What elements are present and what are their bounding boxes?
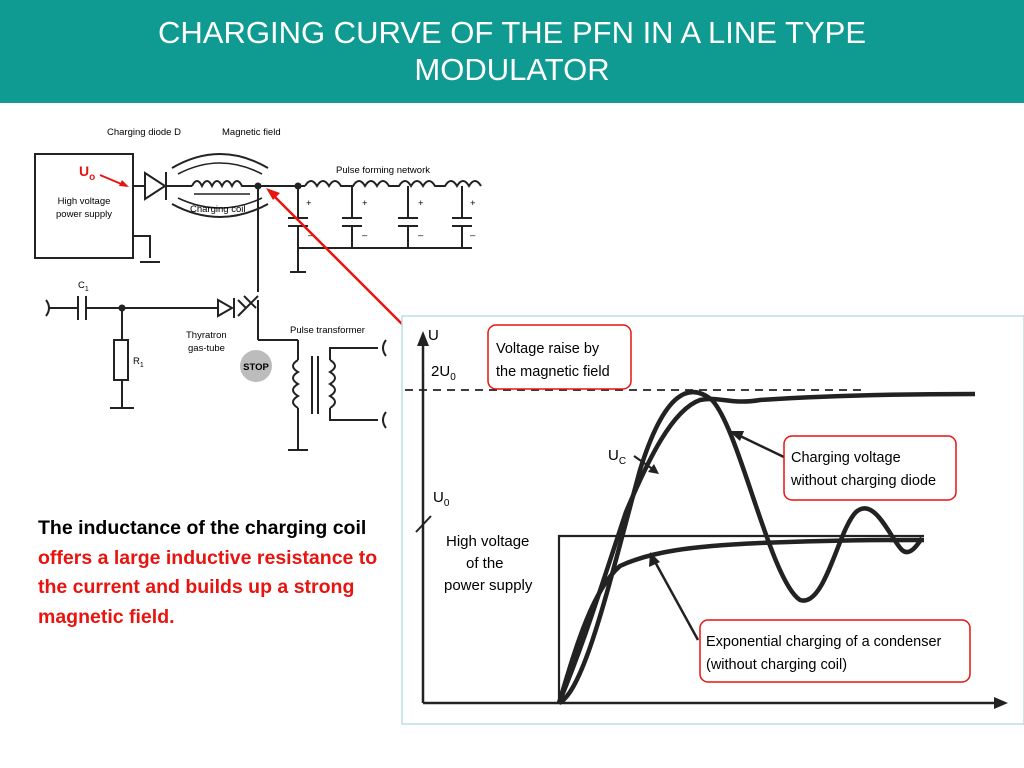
pfn-plus-2: + <box>362 198 368 209</box>
body-text-black: The inductance of the charging coil <box>38 517 367 539</box>
curve-without-diode <box>557 389 924 706</box>
pfn-minus-1: – <box>308 230 314 241</box>
uc-pointer-head <box>648 464 659 474</box>
uc-label: UC <box>608 447 626 467</box>
magnetic-field-label: Magnetic field <box>222 127 281 138</box>
nodiode-pointer-head <box>729 431 744 441</box>
pfn-plus-3: + <box>418 198 424 209</box>
box-exponential-line2: (without charging coil) <box>706 657 847 673</box>
power-supply-label-1: High voltage <box>58 196 111 207</box>
box-magnetic-line2: the magnetic field <box>496 364 610 380</box>
pfn-capacitor-4 <box>452 186 472 248</box>
charging-coil-label: Charging coil <box>190 204 245 215</box>
magnetic-field-arc-top1 <box>171 153 269 169</box>
hv-label-1: High voltage <box>446 533 529 550</box>
u0-label: U0 <box>433 489 450 509</box>
transformer-secondary-top <box>329 347 378 360</box>
magnetic-field-arc-bot2 <box>177 197 263 209</box>
pulse-transformer-label: Pulse transformer <box>290 325 365 336</box>
u0-sub: 0 <box>444 498 450 509</box>
2u0-label: 2U0 <box>431 363 456 383</box>
2u0-main: 2U <box>431 363 450 380</box>
pointer-arrowhead <box>266 188 280 200</box>
power-supply-label-2: power supply <box>56 209 112 220</box>
box-magnetic <box>487 324 632 390</box>
slide-title-line1: CHARGING CURVE OF THE PFN IN A LINE TYPE <box>158 15 866 50</box>
thyratron-label-2: gas-tube <box>188 343 225 354</box>
pfn-label: Pulse forming network <box>336 165 430 176</box>
pointer-arrow <box>271 193 413 335</box>
magnetic-field-arc-top2 <box>177 162 263 175</box>
r1-label: R1 <box>133 356 144 369</box>
box-magnetic-line1: Voltage raise by <box>496 341 600 357</box>
pfn-minus-4: – <box>470 230 476 241</box>
stop-label: STOP <box>243 362 269 373</box>
body-text-red: offers a large inductive resistance to t… <box>38 546 378 628</box>
pfn-minus-3: – <box>418 230 424 241</box>
thyratron-label-1: Thyratron <box>186 330 227 341</box>
u0-main: U <box>433 489 444 506</box>
graph-x-arrowhead <box>994 697 1008 709</box>
c1-sub: 1 <box>85 286 89 293</box>
transformer-secondary-coil <box>328 359 336 409</box>
charging-coil-symbol <box>191 180 258 189</box>
pfn-capacitor-1 <box>288 186 308 272</box>
box-exponential <box>699 619 971 683</box>
hv-label-2: of the <box>466 555 504 572</box>
axis-u-label: U <box>428 327 439 344</box>
body-text: The inductance of the charging coil offe… <box>38 514 378 632</box>
hv-label-3: power supply <box>444 577 533 594</box>
u0-tick <box>415 515 432 533</box>
uc-sub: C <box>619 456 626 467</box>
c1-label: C1 <box>78 280 89 293</box>
stop-marker: STOP <box>240 350 272 382</box>
nodiode-pointer <box>735 432 787 460</box>
c1-main: C <box>78 280 85 291</box>
charging-diode-label: Charging diode D <box>107 127 181 138</box>
charging-graph: U 2U0 U0 UC High voltage of the power su… <box>401 315 1024 725</box>
r1-resistor <box>113 339 129 381</box>
thyratron-switch <box>237 295 259 317</box>
pfn-capacitor-3 <box>398 186 418 248</box>
2u0-sub: 0 <box>450 372 456 383</box>
uo-main: U <box>79 163 89 179</box>
uo-label: Uo <box>79 163 95 183</box>
charging-diode-symbol <box>144 171 167 201</box>
power-supply-ground-wire <box>133 235 151 258</box>
pfn-plus-1: + <box>306 198 312 209</box>
curve-exponential <box>556 537 925 704</box>
title-bar <box>0 0 1024 103</box>
pfn-capacitor-2 <box>342 186 362 248</box>
box-nodiode-line1: Charging voltage <box>791 450 901 466</box>
box-exponential-line1: Exponential charging of a condenser <box>706 634 942 650</box>
supply-voltage-step <box>557 534 924 703</box>
transformer-secondary-bottom <box>329 408 378 421</box>
uc-main: U <box>608 447 619 464</box>
slide-title: CHARGING CURVE OF THE PFN IN A LINE TYPE… <box>0 14 1024 88</box>
circuit-diagram <box>34 153 482 451</box>
thyratron-symbol <box>217 298 235 318</box>
box-nodiode <box>783 435 957 501</box>
slide-title-line2: MODULATOR <box>414 52 610 87</box>
uo-arrowhead <box>119 180 129 187</box>
pfn-minus-2: – <box>362 230 368 241</box>
exp-pointer-head <box>649 552 660 567</box>
box-nodiode-line2: without charging diode <box>790 473 936 489</box>
r1-sub: 1 <box>140 362 144 369</box>
pfn-inductor-chain <box>304 180 482 188</box>
uc-pointer <box>633 455 655 471</box>
exp-pointer <box>652 559 700 641</box>
output-terminal-bottom <box>382 411 387 429</box>
transformer-primary-coil <box>292 359 300 409</box>
power-supply-box <box>34 153 134 259</box>
pfn-plus-4: + <box>470 198 476 209</box>
uo-sub: o <box>89 172 95 183</box>
r1-main: R <box>133 356 140 367</box>
output-terminal-top <box>382 339 387 357</box>
graph-y-arrowhead <box>417 331 429 346</box>
